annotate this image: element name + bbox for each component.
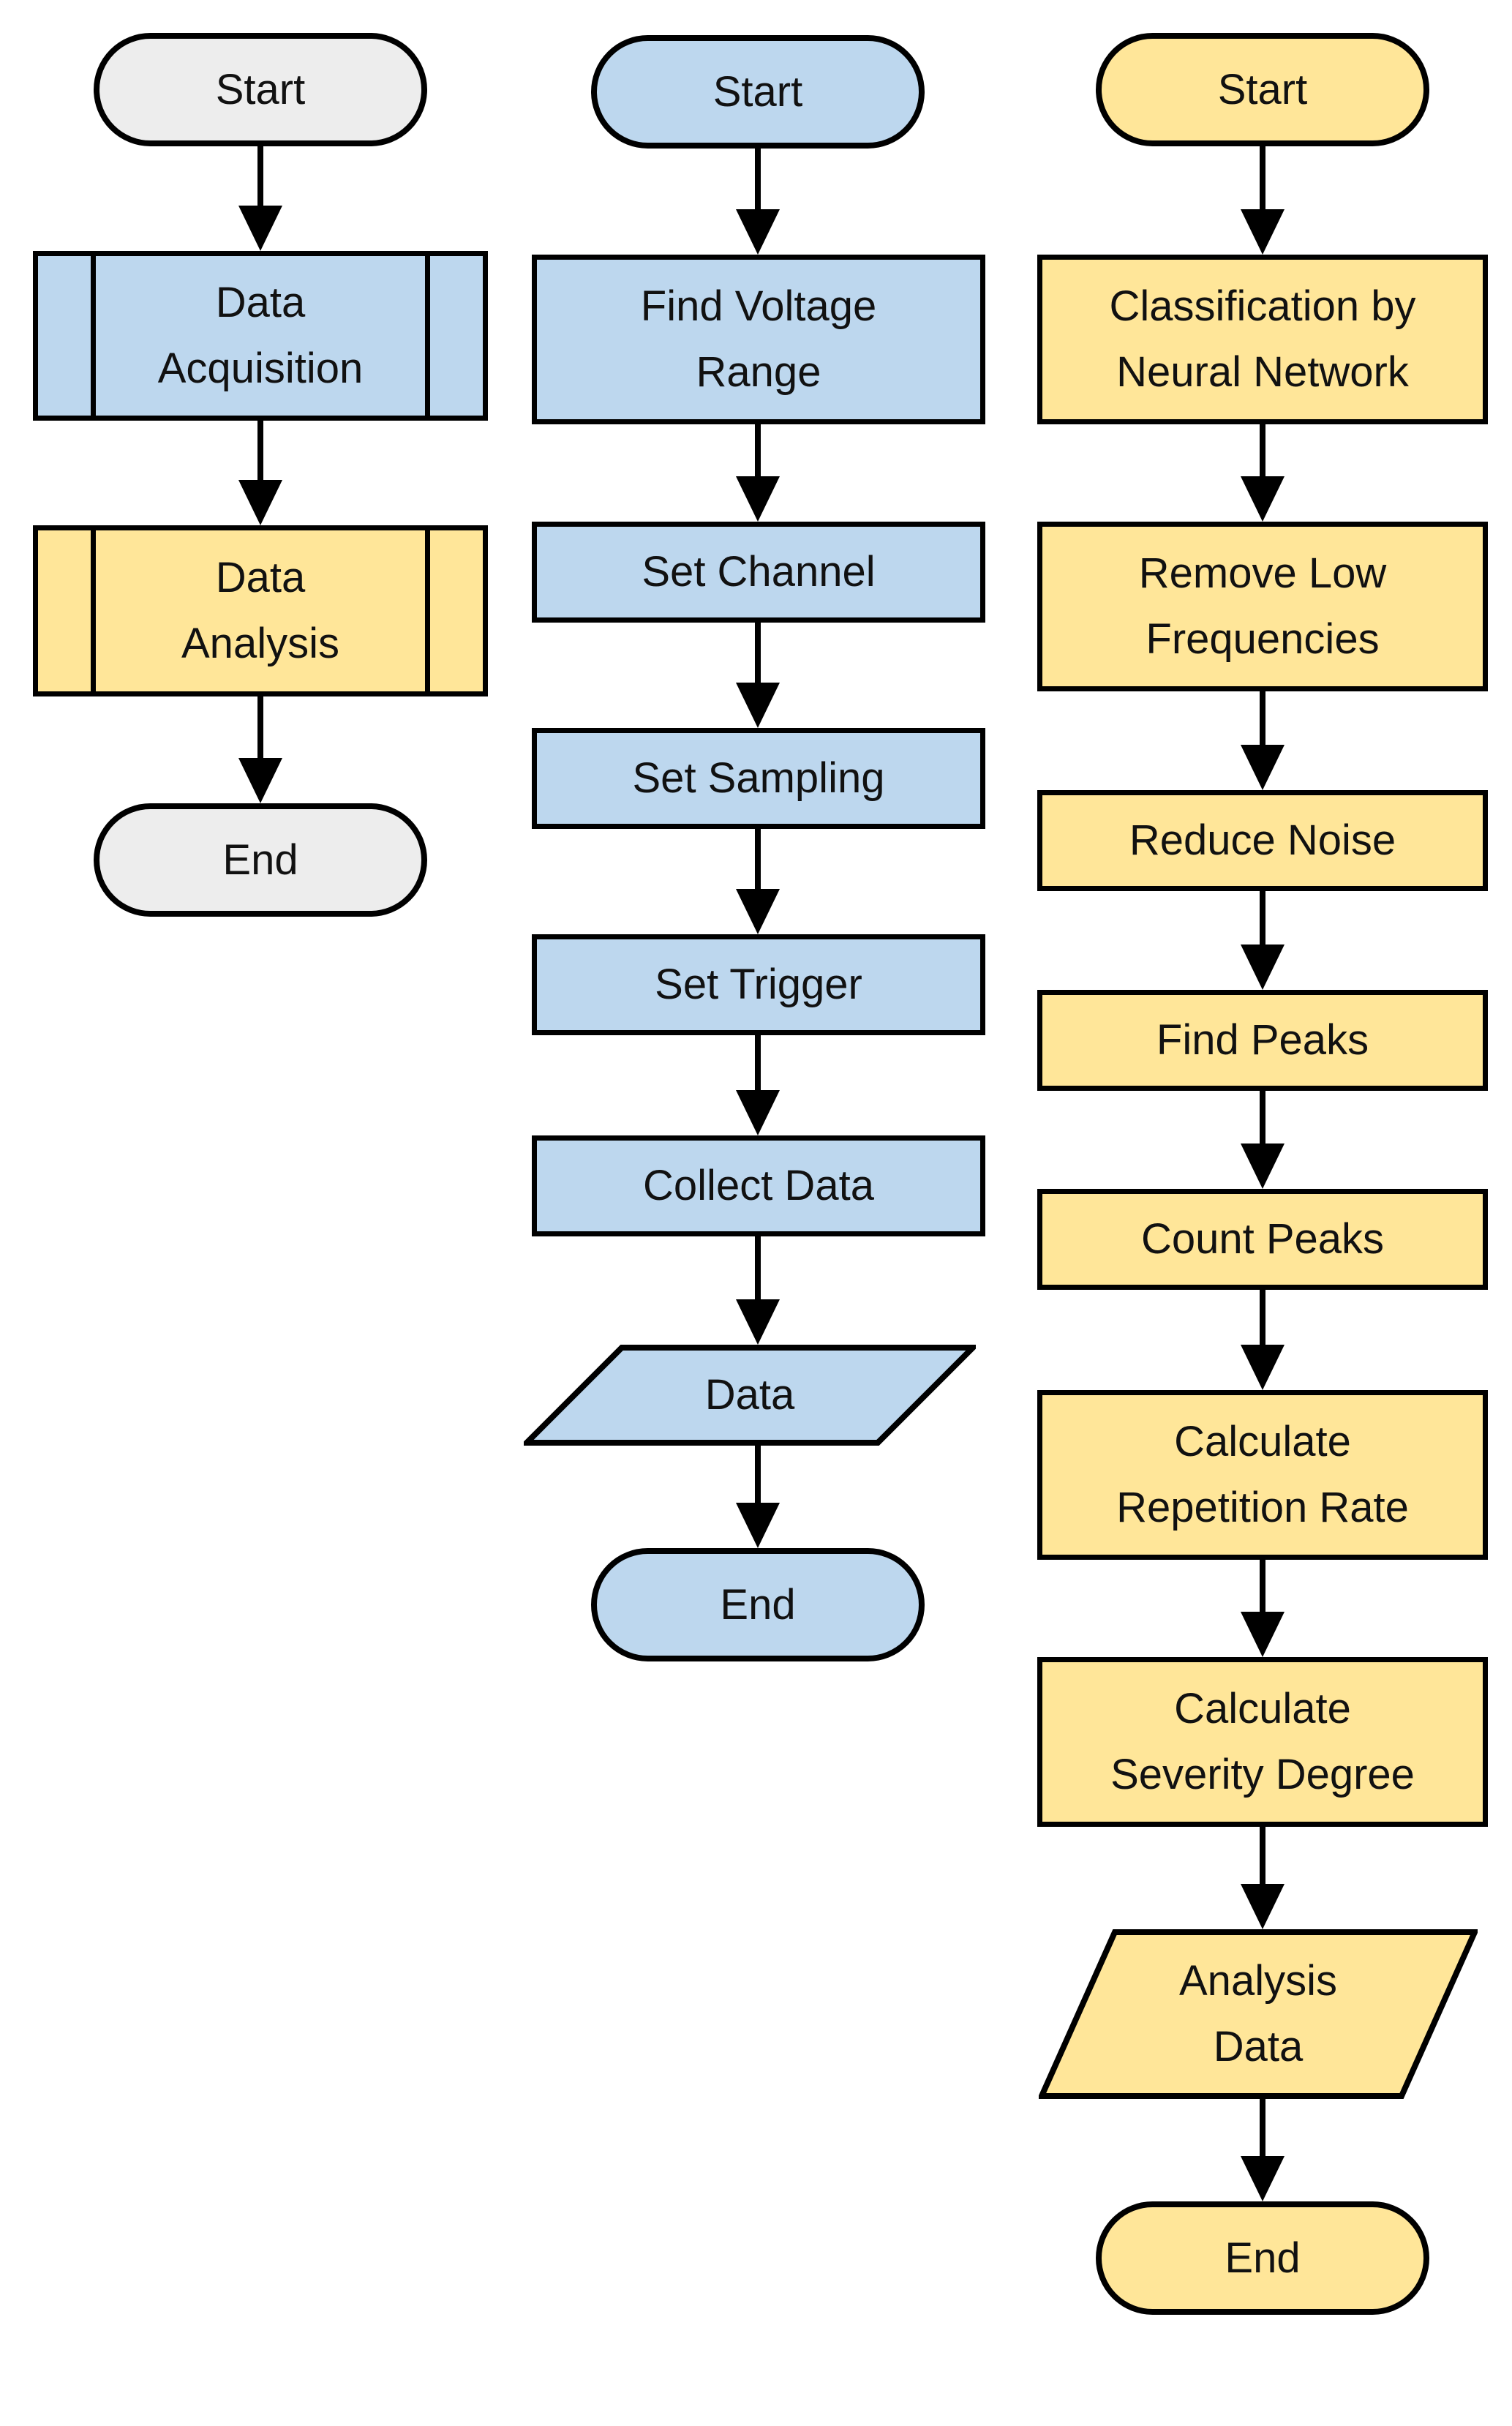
parallelogram-shape bbox=[1039, 1929, 1478, 2099]
arrow-shaft bbox=[755, 1035, 761, 1094]
arrow-shaft bbox=[1260, 1290, 1265, 1349]
arrow-head-icon bbox=[238, 480, 282, 525]
node-start-acquisition: Start bbox=[591, 35, 925, 149]
node-start-overview: Start bbox=[94, 33, 427, 146]
node-set-channel: Set Channel bbox=[532, 522, 985, 623]
arrow-head-icon bbox=[736, 476, 780, 522]
node-set-sampling: Set Sampling bbox=[532, 728, 985, 829]
arrow-head-icon bbox=[1241, 476, 1285, 522]
arrow-shaft bbox=[1260, 1560, 1265, 1616]
arrow-head-icon bbox=[1241, 1884, 1285, 1929]
arrow-shaft bbox=[1260, 146, 1265, 214]
node-data-io: Data bbox=[524, 1345, 976, 1446]
arrow-shaft bbox=[257, 696, 263, 762]
arrow-shaft bbox=[1260, 424, 1265, 481]
node-count-peaks: Count Peaks bbox=[1037, 1189, 1488, 1290]
arrow-head-icon bbox=[1241, 945, 1285, 990]
flow-arrow bbox=[238, 421, 282, 525]
flow-arrow bbox=[736, 424, 780, 522]
arrow-head-icon bbox=[736, 889, 780, 934]
arrow-shaft bbox=[1260, 891, 1265, 949]
parallelogram-shape bbox=[524, 1345, 976, 1446]
node-collect-data: Collect Data bbox=[532, 1135, 985, 1236]
arrow-head-icon bbox=[1241, 209, 1285, 255]
arrow-head-icon bbox=[736, 209, 780, 255]
flow-arrow bbox=[1241, 1290, 1285, 1390]
arrow-head-icon bbox=[1241, 1345, 1285, 1390]
arrow-head-icon bbox=[736, 683, 780, 728]
flow-arrow bbox=[736, 1035, 780, 1135]
arrow-shaft bbox=[257, 421, 263, 484]
node-label: Analysis Data bbox=[1179, 1957, 1337, 2070]
flow-arrow bbox=[238, 696, 282, 803]
arrow-head-icon bbox=[1241, 1143, 1285, 1189]
node-end-overview: End bbox=[94, 803, 427, 917]
node-analysis-data-io: Analysis Data bbox=[1039, 1929, 1478, 2099]
flow-arrow bbox=[736, 829, 780, 934]
flow-arrow bbox=[736, 623, 780, 728]
arrow-head-icon bbox=[736, 1503, 780, 1548]
node-find-peaks: Find Peaks bbox=[1037, 990, 1488, 1091]
flow-arrow bbox=[1241, 1560, 1285, 1657]
arrow-shaft bbox=[755, 623, 761, 687]
arrow-head-icon bbox=[1241, 2156, 1285, 2201]
arrow-head-icon bbox=[238, 206, 282, 251]
arrow-shaft bbox=[755, 424, 761, 481]
flow-arrow bbox=[1241, 1827, 1285, 1929]
flow-arrow bbox=[1241, 891, 1285, 990]
node-end-acquisition: End bbox=[591, 1548, 925, 1661]
arrow-shaft bbox=[1260, 691, 1265, 749]
flow-arrow bbox=[1241, 2099, 1285, 2201]
flow-arrow bbox=[736, 149, 780, 255]
node-set-trigger: Set Trigger bbox=[532, 934, 985, 1035]
node-end-analysis: End bbox=[1096, 2201, 1429, 2315]
node-remove-low-frequencies: Remove Low Frequencies bbox=[1037, 522, 1488, 691]
node-data-analysis-subroutine: Data Analysis bbox=[33, 525, 488, 696]
arrow-shaft bbox=[755, 1236, 761, 1304]
arrow-head-icon bbox=[238, 758, 282, 803]
flow-arrow bbox=[1241, 1091, 1285, 1189]
arrow-shaft bbox=[755, 829, 761, 893]
arrow-head-icon bbox=[1241, 1612, 1285, 1657]
flow-arrow bbox=[736, 1236, 780, 1345]
flow-arrow bbox=[1241, 691, 1285, 790]
arrow-shaft bbox=[1260, 1091, 1265, 1148]
node-classification-neural-network: Classification by Neural Network bbox=[1037, 255, 1488, 424]
arrow-shaft bbox=[257, 146, 263, 210]
arrow-shaft bbox=[755, 149, 761, 214]
arrow-head-icon bbox=[736, 1299, 780, 1345]
node-find-voltage-range: Find Voltage Range bbox=[532, 255, 985, 424]
node-start-analysis: Start bbox=[1096, 33, 1429, 146]
arrow-shaft bbox=[1260, 1827, 1265, 1888]
flow-arrow bbox=[1241, 146, 1285, 255]
arrow-head-icon bbox=[1241, 745, 1285, 790]
node-label: Data bbox=[704, 1371, 795, 1419]
flow-arrow bbox=[736, 1446, 780, 1548]
flow-arrow bbox=[238, 146, 282, 251]
flow-arrow bbox=[1241, 424, 1285, 522]
node-reduce-noise: Reduce Noise bbox=[1037, 790, 1488, 891]
arrow-shaft bbox=[1260, 2099, 1265, 2160]
node-calculate-repetition-rate: Calculate Repetition Rate bbox=[1037, 1390, 1488, 1560]
node-data-acquisition-subroutine: Data Acquisition bbox=[33, 251, 488, 421]
node-calculate-severity-degree: Calculate Severity Degree bbox=[1037, 1657, 1488, 1827]
arrow-shaft bbox=[755, 1446, 761, 1507]
arrow-head-icon bbox=[736, 1090, 780, 1135]
